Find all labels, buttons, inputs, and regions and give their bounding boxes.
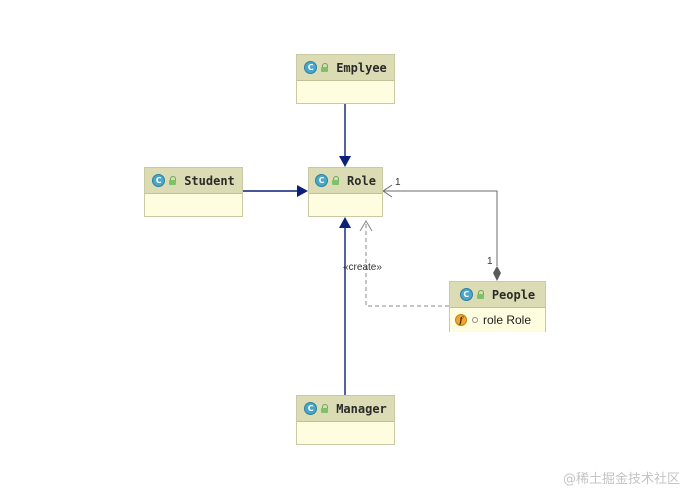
arrowhead-composition-role <box>382 184 393 198</box>
public-lock-icon <box>476 289 486 300</box>
arrowhead-emplyee-role <box>339 156 351 167</box>
field-f-icon: f <box>455 314 467 326</box>
class-emplyee[interactable]: C Emplyee <box>296 54 395 104</box>
class-c-icon: C <box>304 402 318 415</box>
watermark: @稀土掘金技术社区 <box>562 472 680 487</box>
public-lock-icon <box>320 403 330 414</box>
class-emplyee-name: Emplyee <box>336 60 387 75</box>
class-manager-name: Manager <box>336 401 387 416</box>
multiplicity-people-end: 1 <box>487 256 493 267</box>
class-manager-header: C Manager <box>297 396 394 422</box>
public-lock-icon <box>320 62 330 73</box>
class-emplyee-header: C Emplyee <box>297 55 394 81</box>
class-role[interactable]: C Role <box>308 167 383 217</box>
class-role-header: C Role <box>309 168 382 194</box>
public-lock-icon <box>331 175 341 186</box>
public-lock-icon <box>168 175 178 186</box>
class-manager[interactable]: C Manager <box>296 395 395 445</box>
arrowhead-manager-role <box>339 217 351 228</box>
class-student-name: Student <box>184 173 235 188</box>
class-student[interactable]: C Student <box>144 167 243 217</box>
field-role-label: role Role <box>483 313 532 327</box>
class-c-icon: C <box>459 288 473 301</box>
class-c-icon: C <box>304 61 318 74</box>
class-student-header: C Student <box>145 168 242 194</box>
class-role-name: Role <box>347 173 376 188</box>
multiplicity-role-end: 1 <box>395 177 401 188</box>
class-c-icon: C <box>152 174 166 187</box>
class-people[interactable]: C People f role Role <box>449 281 546 332</box>
class-c-icon: C <box>315 174 329 187</box>
class-people-name: People <box>491 287 536 302</box>
class-people-field-row[interactable]: f role Role <box>450 308 545 332</box>
package-private-icon <box>472 317 478 323</box>
composition-diamond <box>493 266 501 281</box>
create-stereotype-label: «create» <box>343 262 382 273</box>
arrowhead-student-role <box>297 185 308 197</box>
arrowhead-create-role <box>359 220 373 232</box>
class-people-header: C People <box>450 282 545 308</box>
edge-people-composition-role <box>383 190 498 266</box>
